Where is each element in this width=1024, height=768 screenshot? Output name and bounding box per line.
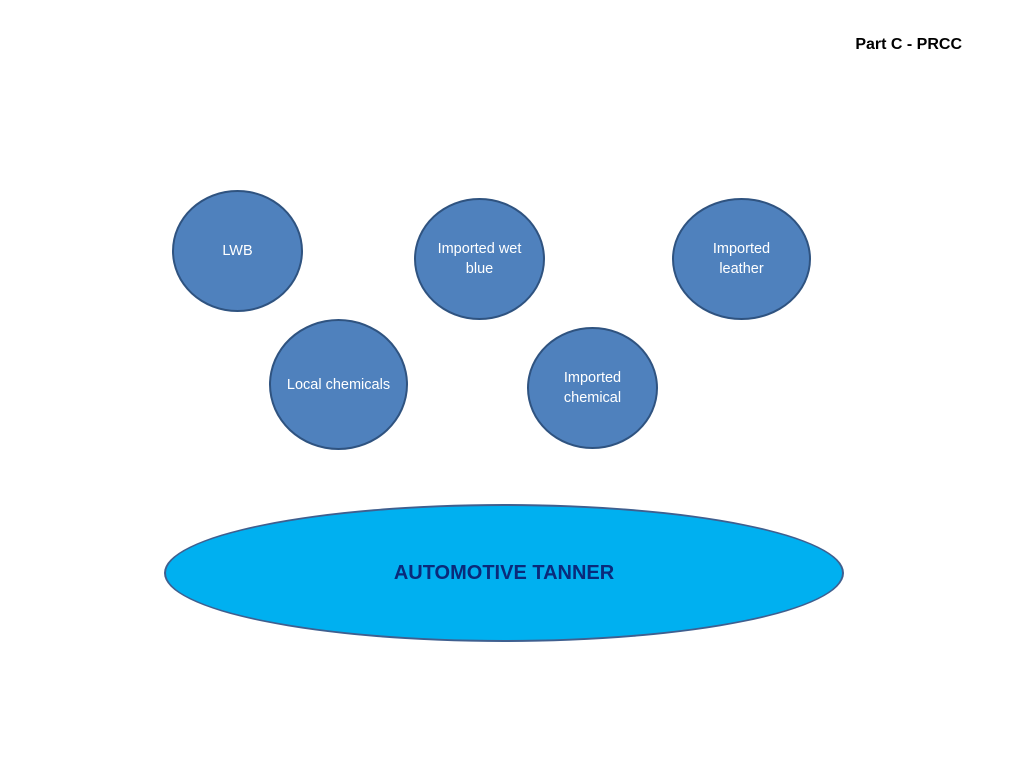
node-lwb-label: LWB bbox=[222, 243, 253, 259]
node-automotive-tanner: AUTOMOTIVE TANNER bbox=[164, 504, 844, 642]
part-label: Part C - PRCC bbox=[855, 36, 962, 53]
node-imported-chemical: Imported chemical bbox=[527, 327, 658, 449]
node-imported-wet-blue: Imported wet blue bbox=[414, 198, 545, 320]
node-imported-chemical-label: Imported chemical bbox=[563, 370, 622, 406]
node-automotive-tanner-label: AUTOMOTIVE TANNER bbox=[393, 562, 615, 584]
node-local-chemicals: Local chemicals bbox=[269, 319, 408, 450]
node-imported-leather-label: Imported leather bbox=[712, 241, 771, 277]
node-imported-wet-blue-label: Imported wet blue bbox=[437, 241, 522, 277]
node-imported-leather: Imported leather bbox=[672, 198, 811, 320]
node-lwb: LWB bbox=[172, 190, 303, 312]
node-local-chemicals-label: Local chemicals bbox=[286, 376, 391, 393]
